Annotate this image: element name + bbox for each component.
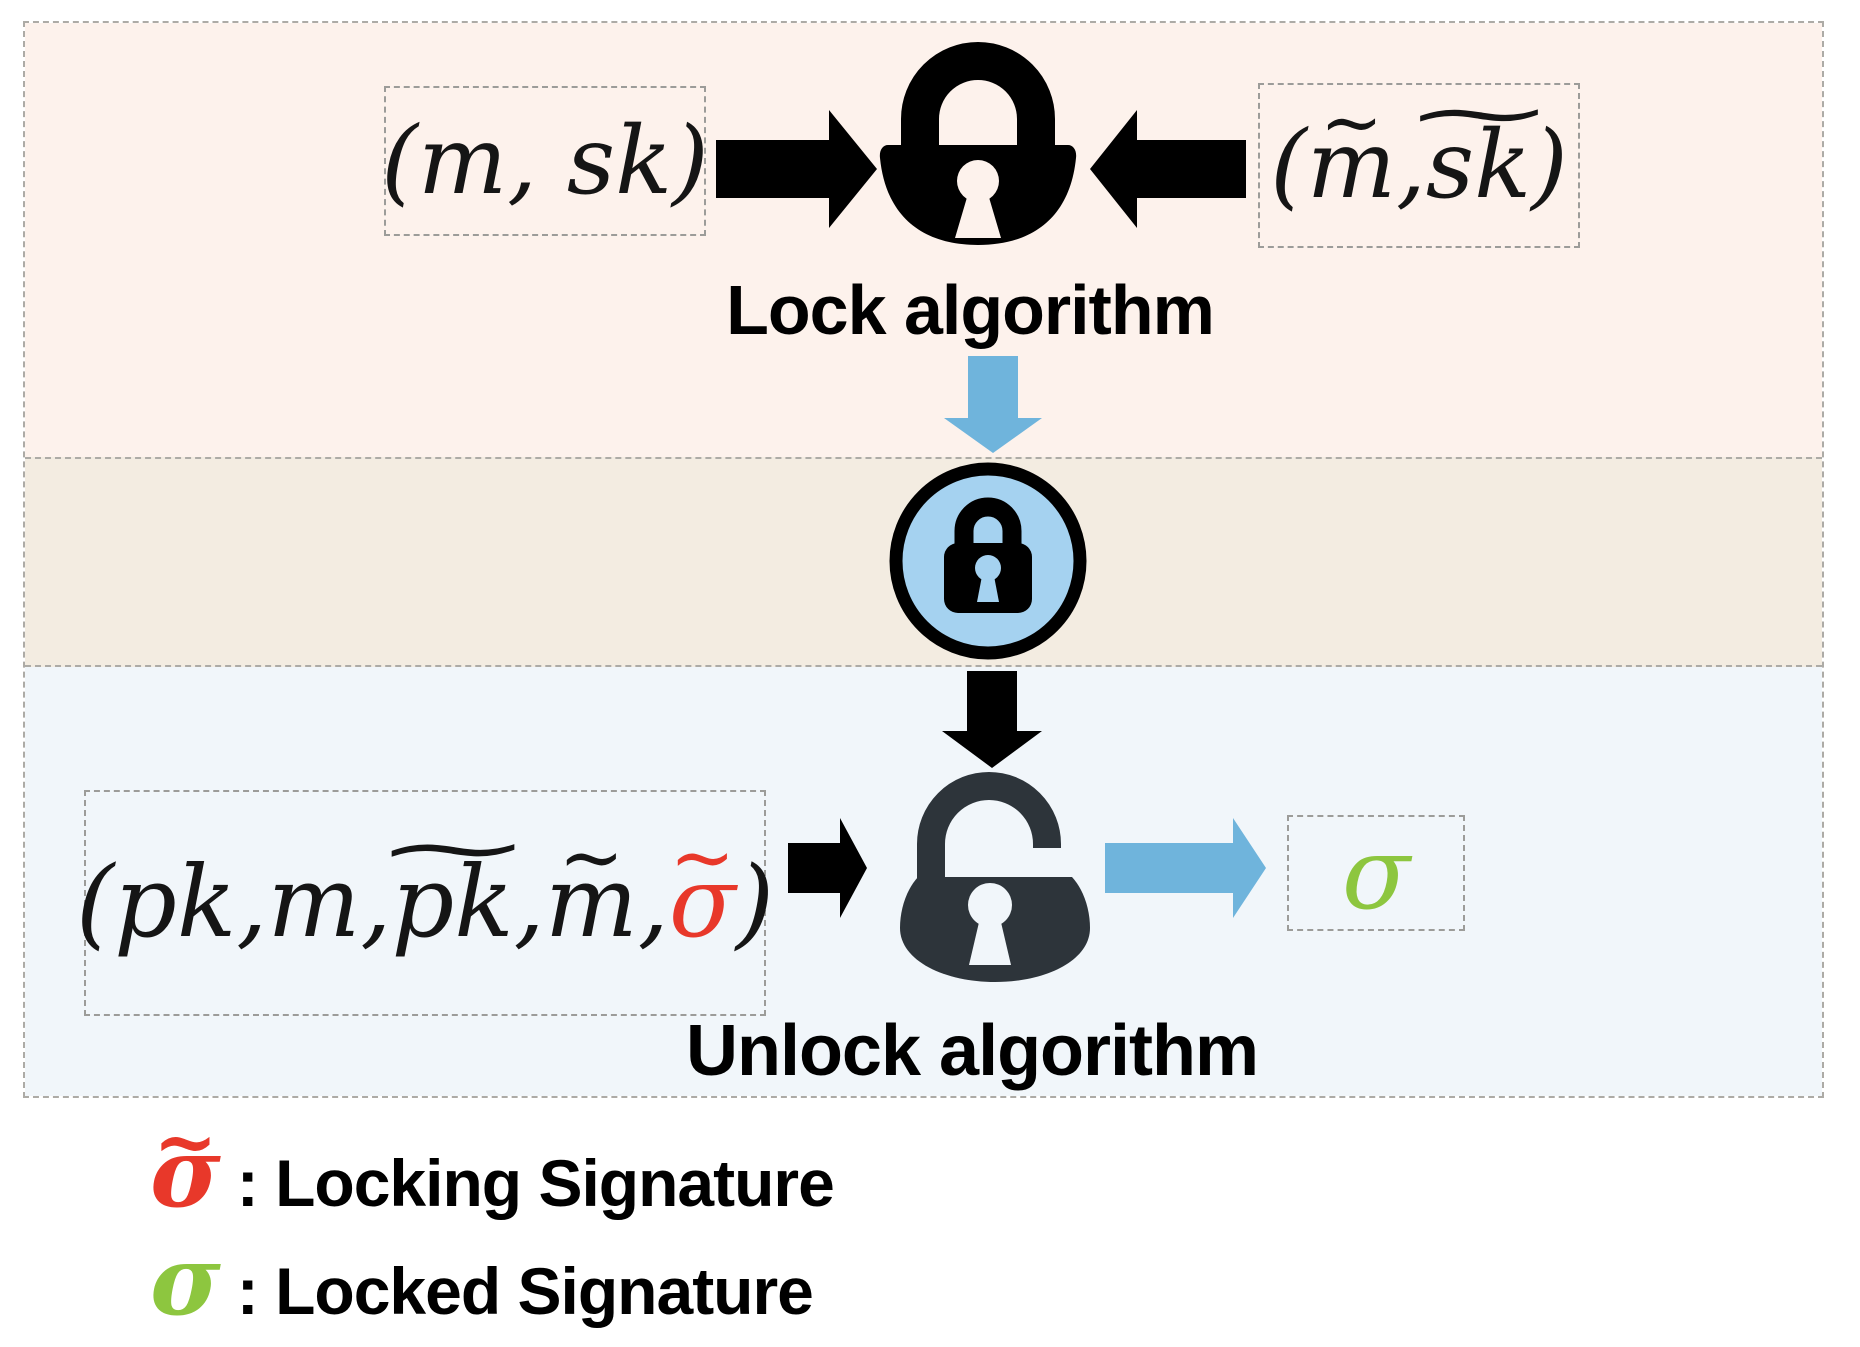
- arrow-left-icon: [1090, 110, 1246, 228]
- arrow-right-blue-icon: [1105, 818, 1266, 918]
- tilde-accent: ~: [1399, 69, 1558, 158]
- locked-signature-symbol: σ: [1341, 814, 1411, 932]
- unlock-input-box: (pk, m, pk~, m~, σ~): [76, 790, 774, 1016]
- m-tilde-symbol: m~: [544, 812, 638, 960]
- legend-label: : Locked Signature: [236, 1254, 814, 1328]
- comma: ,: [637, 846, 669, 960]
- locked-signature-output-box: σ: [1287, 814, 1465, 932]
- paren-open: (: [1270, 111, 1307, 220]
- lock-algorithm-label: Lock algorithm: [726, 271, 1215, 349]
- pk-tilde-symbol: pk~: [370, 802, 535, 960]
- locked-signature-symbol: σ: [150, 1224, 221, 1337]
- tilde-accent: ~: [153, 1096, 218, 1187]
- closed-padlock-icon: [879, 42, 1077, 245]
- sk-tilde-symbol: sk~: [1399, 69, 1558, 220]
- m-symbol: m: [267, 846, 361, 960]
- locking-signature-symbol: σ~: [150, 1096, 221, 1229]
- open-padlock-icon: [900, 772, 1090, 982]
- lock-input-left-box: (m, sk): [381, 86, 709, 236]
- lock-input-right-box: (m~, sk~): [1258, 69, 1580, 248]
- legend-row-locked-signature: σ : Locked Signature: [150, 1224, 814, 1337]
- comma: ,: [360, 846, 392, 960]
- arrow-down-icon: [942, 671, 1042, 768]
- unlock-algorithm-label: Unlock algorithm: [685, 1011, 1259, 1091]
- pk-symbol: pk: [114, 846, 237, 960]
- m-tilde-symbol: m~: [1306, 78, 1397, 220]
- comma: ,: [236, 846, 268, 960]
- paren-open: (: [75, 846, 115, 960]
- tilde-accent: ~: [558, 812, 625, 904]
- arrow-right-icon: [716, 110, 877, 228]
- legend-label: : Locking Signature: [236, 1146, 835, 1220]
- paren-close: ): [1531, 111, 1568, 220]
- arrow-down-blue-icon: [944, 356, 1042, 453]
- legend-row-locking-signature: σ~ : Locking Signature: [150, 1096, 835, 1229]
- comma: ,: [1396, 111, 1426, 220]
- comma: ,: [513, 846, 545, 960]
- paren-close: ): [735, 846, 775, 960]
- lock-input-left-text: (m, sk): [381, 106, 709, 216]
- locking-signature-symbol: σ~: [668, 812, 736, 960]
- locked-padlock-circle-icon: [889, 462, 1087, 660]
- tilde-accent: ~: [1319, 78, 1383, 167]
- tilde-accent: ~: [669, 812, 736, 904]
- tilde-accent: ~: [370, 802, 535, 894]
- arrow-right-icon: [788, 818, 867, 918]
